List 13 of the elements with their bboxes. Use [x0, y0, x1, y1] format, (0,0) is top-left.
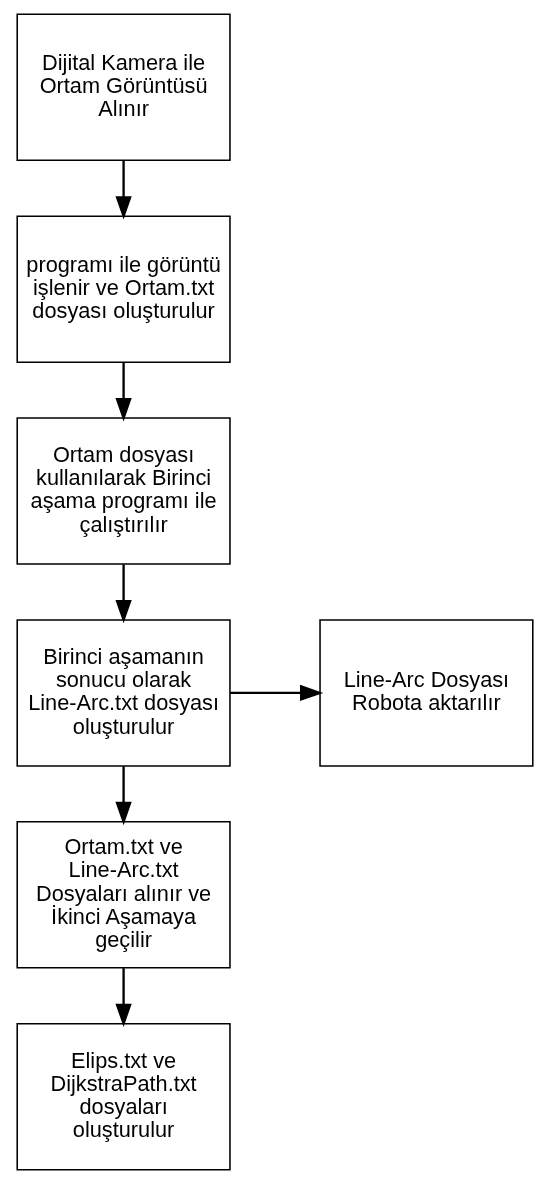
- node-box: Line-Arc Dosyası Robota aktarılır: [318, 619, 534, 767]
- arrow: [114, 968, 132, 1028]
- arrow: [114, 362, 132, 422]
- arrow: [114, 766, 132, 826]
- node-box: Ortam dosyası kullanılarak Birinci aşama programı ile çalıştırılır: [15, 417, 231, 565]
- arrow: [114, 160, 132, 220]
- node-box: Dijital Kamera ile Ortam Görüntüsü Alınır: [15, 13, 231, 162]
- arrow: [229, 684, 323, 702]
- node-box: Ortam.txt ve Line-Arc.txt Dosyaları alınır ve İkinci Aşamaya geçilir: [15, 821, 231, 969]
- node-box: Birinci aşamanın sonucu olarak Line-Arc.txt dosyası oluşturulur: [15, 619, 231, 767]
- node-box: Elips.txt ve DijkstraPath.txt dosyaları oluşturulur: [15, 1022, 231, 1171]
- arrow: [114, 564, 132, 624]
- node-box: programı ile görüntü işlenir ve Ortam.txt dosyası oluşturulur: [15, 215, 231, 363]
